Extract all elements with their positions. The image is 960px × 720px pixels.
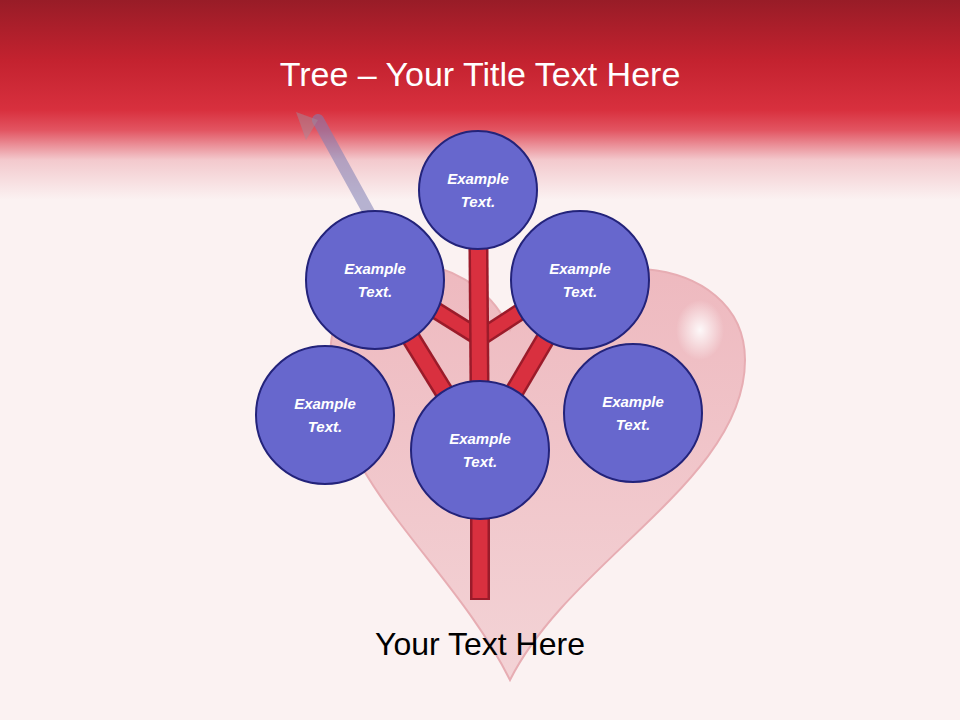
tree-branch: [514, 339, 545, 392]
text-circle: Example Text.: [510, 210, 650, 350]
slide-title: Tree – Your Title Text Here: [0, 52, 960, 96]
slide-caption: Your Text Here: [0, 624, 960, 664]
circle-label: Example Text.: [285, 392, 365, 438]
branch-stroke: [411, 338, 445, 392]
text-circle: Example Text.: [418, 130, 538, 250]
circle-label: Example Text.: [593, 390, 673, 436]
text-circle: Example Text.: [305, 210, 445, 350]
text-circle: Example Text.: [255, 345, 395, 485]
arrow-fletching: [296, 112, 318, 140]
circle-label: Example Text.: [540, 257, 620, 303]
circle-label: Example Text.: [335, 257, 415, 303]
circle-label: Example Text.: [440, 427, 520, 473]
branch-stroke: [514, 339, 545, 392]
text-circle: Example Text.: [563, 343, 703, 483]
tree-branch: [411, 338, 445, 392]
branch-stroke: [411, 338, 445, 392]
heart-highlight: [676, 300, 724, 360]
text-circle: Example Text.: [410, 380, 550, 520]
branch-stroke: [478, 248, 479, 382]
circle-label: Example Text.: [438, 167, 518, 213]
branch-stroke: [514, 339, 545, 392]
tree-branch: [478, 248, 479, 382]
arrow-shaft: [318, 120, 372, 218]
branch-stroke: [478, 248, 479, 382]
